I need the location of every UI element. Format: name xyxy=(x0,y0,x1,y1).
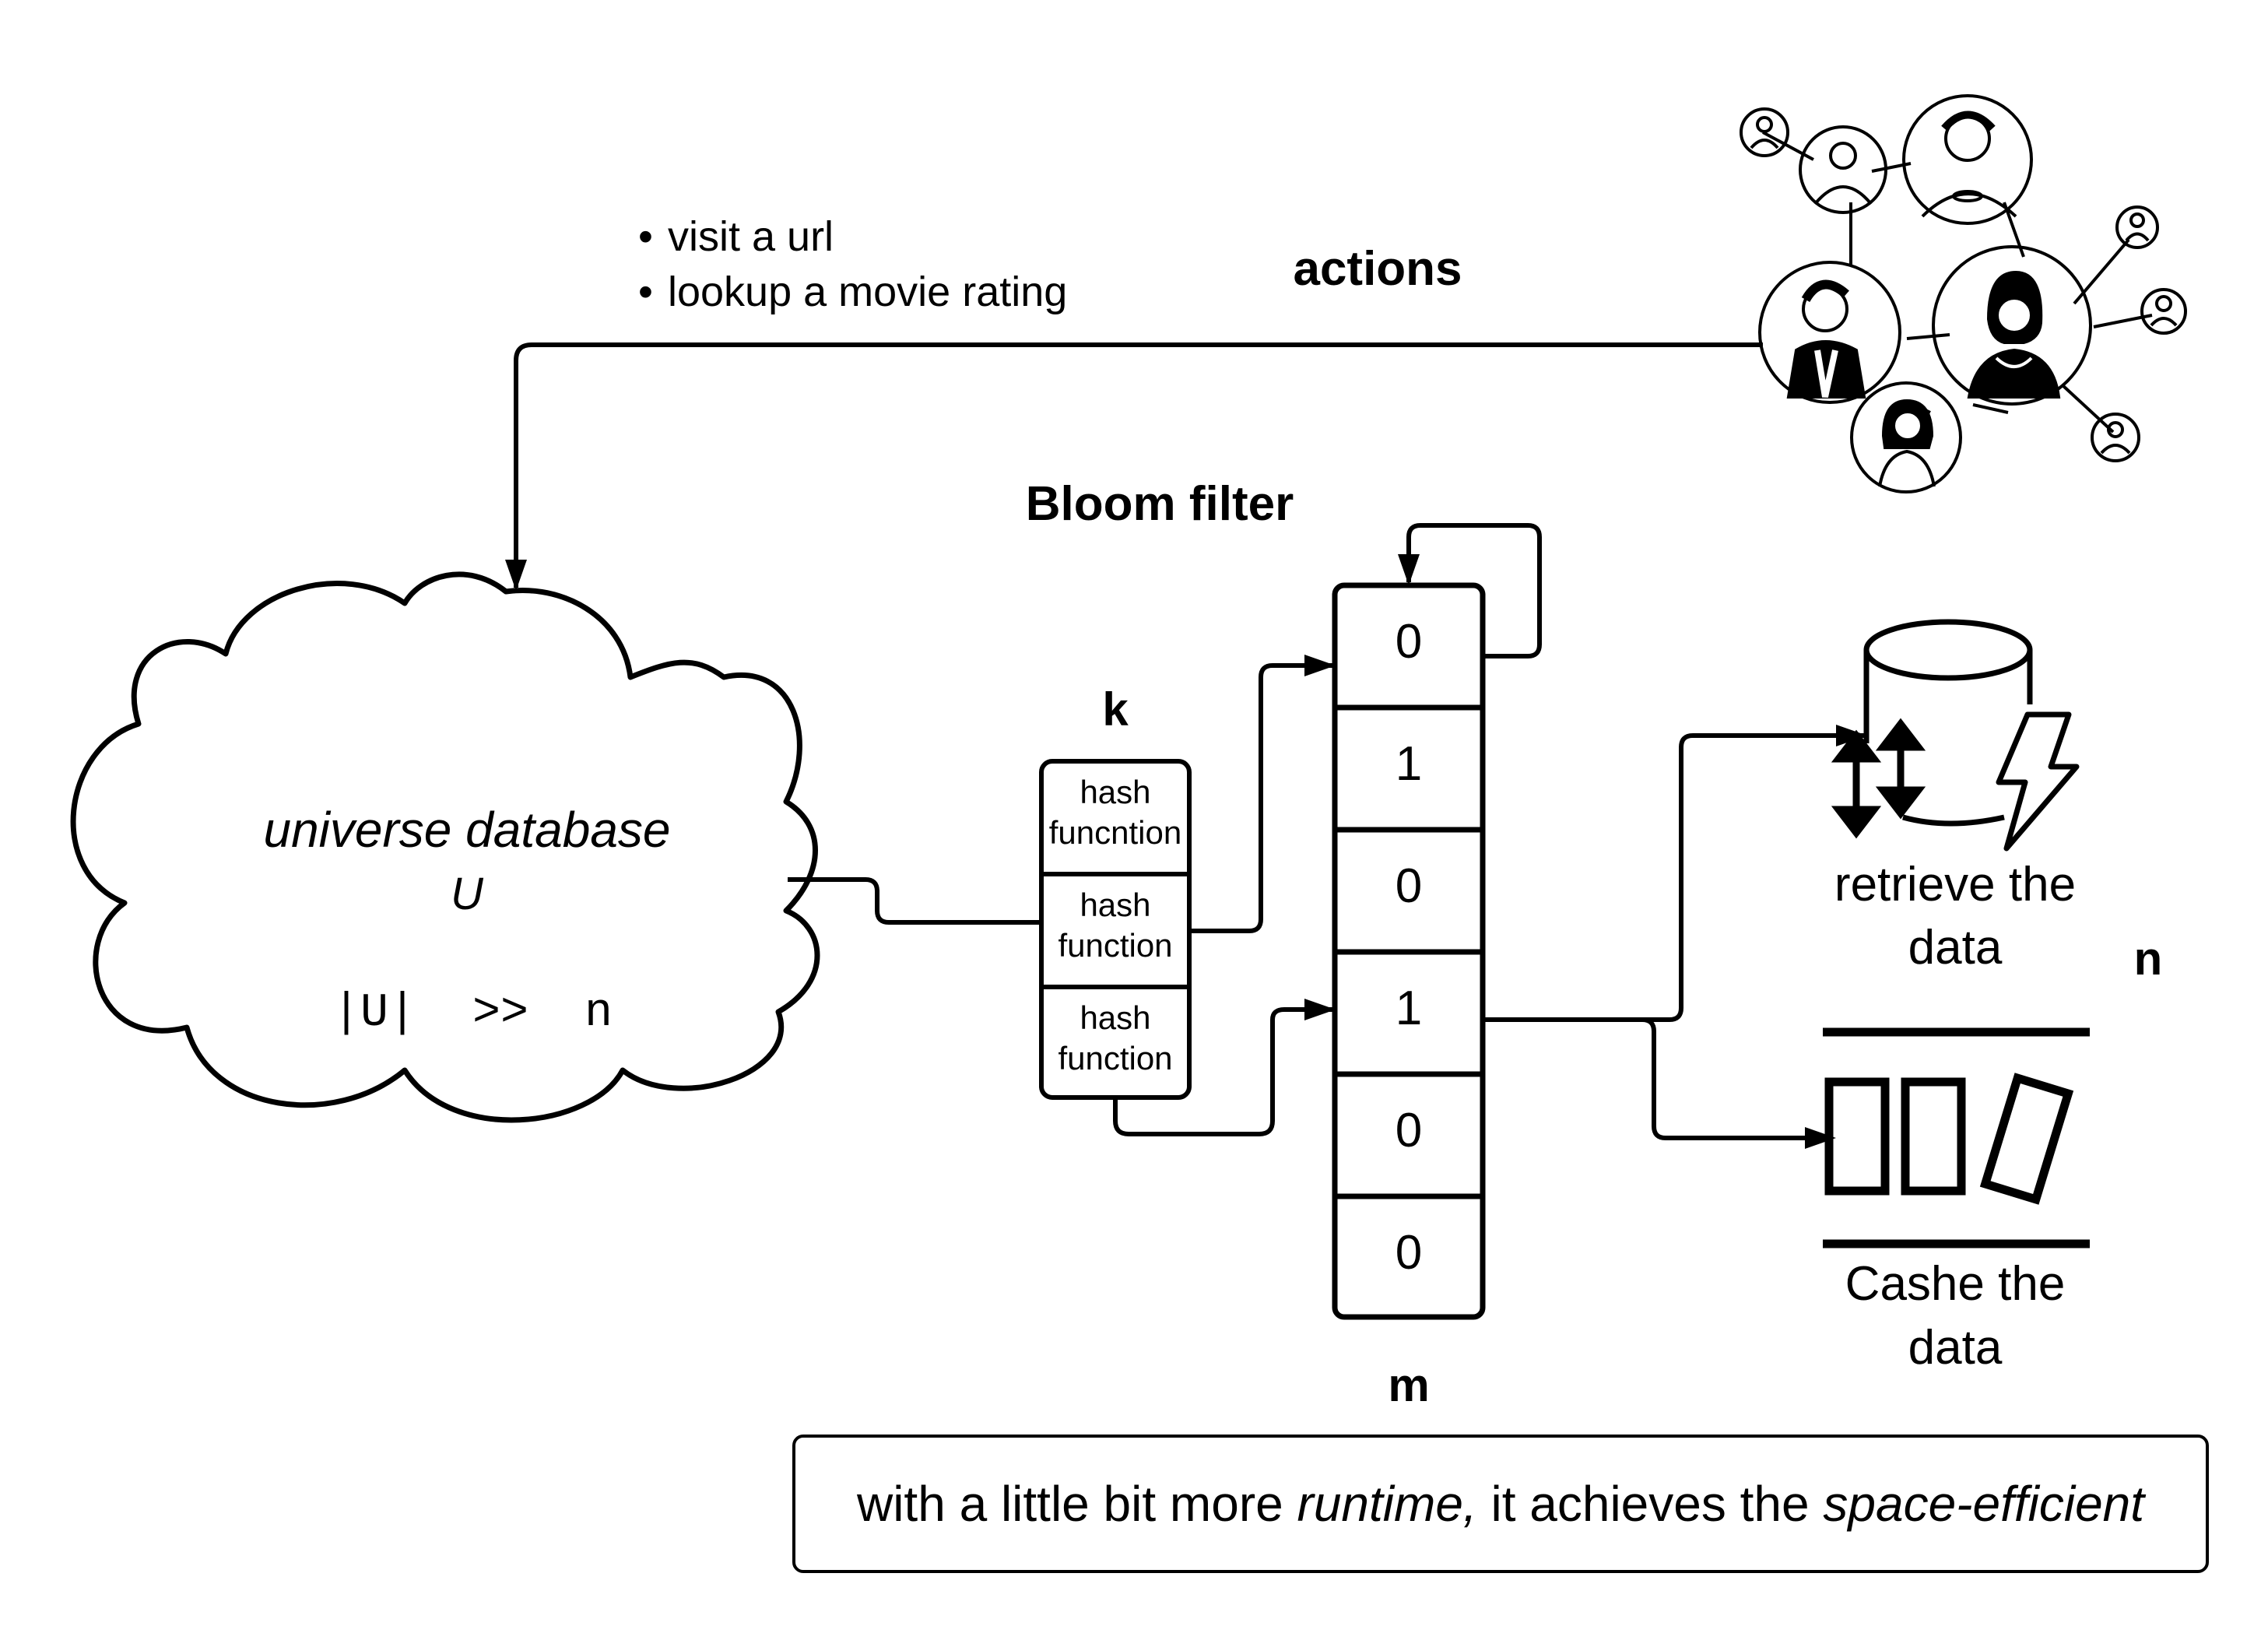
retrieve-label-line2: data xyxy=(1908,921,2003,975)
hash-to-bit-arrow-1 xyxy=(1189,655,1336,933)
database-lightning-icon xyxy=(1831,619,2080,852)
actions-list: • visit a url • lookup a movie rating xyxy=(638,213,1067,315)
hash-function-2-line1: hash xyxy=(1080,887,1150,923)
bit-cell: 0 xyxy=(1396,859,1422,913)
actions-label: actions xyxy=(1293,242,1462,296)
note-text-2: it achieves the xyxy=(1476,1476,1824,1532)
bit-cell: 1 xyxy=(1396,982,1422,1035)
bit-cell: 1 xyxy=(1396,737,1422,791)
bit-cell: 0 xyxy=(1396,615,1422,669)
bit-to-cache-arrow xyxy=(1641,1017,1836,1149)
bit-cell: 0 xyxy=(1396,1104,1422,1157)
action-item: lookup a movie rating xyxy=(668,269,1067,315)
items-count-label: n xyxy=(2134,932,2163,985)
universe-label: universe database xyxy=(263,802,670,858)
self-loop-arrow xyxy=(1398,523,1542,658)
actions-arrow xyxy=(505,342,1763,591)
diagram-title: Bloom filter xyxy=(1026,477,1294,531)
universe-symbol: U xyxy=(451,869,484,919)
universe-relation: |U| >> n xyxy=(332,987,613,1040)
cache-blocks-icon xyxy=(1823,1027,2090,1248)
bit-cell: 0 xyxy=(1396,1226,1422,1280)
hash-functions: k hash funcntion hash function hash func… xyxy=(1039,683,1192,1100)
svg-text:•: • xyxy=(638,269,653,315)
note-runtime: runtime, xyxy=(1297,1476,1477,1532)
hash-function-3-line1: hash xyxy=(1080,999,1150,1036)
bit-to-retrieve-arrow xyxy=(1483,725,1867,1022)
social-network-people-icon xyxy=(1740,94,2187,493)
hash-function-3-line2: function xyxy=(1058,1040,1172,1076)
universe-cloud: universe database U |U| >> n xyxy=(70,571,820,1123)
hash-function-2-line2: function xyxy=(1058,927,1172,964)
summary-note: with a little bit more runtime, it achie… xyxy=(792,1435,2209,1573)
bit-array-size-label: m xyxy=(1388,1359,1429,1411)
hash-function-1-line1: hash xyxy=(1080,774,1150,810)
retrieve-label-line1: retrieve the xyxy=(1834,858,2076,911)
hash-count-label: k xyxy=(1102,683,1129,736)
note-text-1: with a little bit more xyxy=(856,1476,1297,1532)
svg-text:•: • xyxy=(638,213,653,260)
cache-label-line1: Cashe the xyxy=(1845,1257,2066,1311)
hash-to-bit-arrow-2 xyxy=(1113,999,1336,1136)
note-space-efficient: space-efficient xyxy=(1823,1476,2145,1532)
cache-label-line2: data xyxy=(1908,1321,2003,1375)
bit-array: 0 1 0 1 0 0 m xyxy=(1332,582,1486,1411)
hash-function-1-line2: funcntion xyxy=(1049,814,1181,851)
action-item: visit a url xyxy=(668,213,834,260)
cloud-to-hash-connector xyxy=(788,877,1041,925)
